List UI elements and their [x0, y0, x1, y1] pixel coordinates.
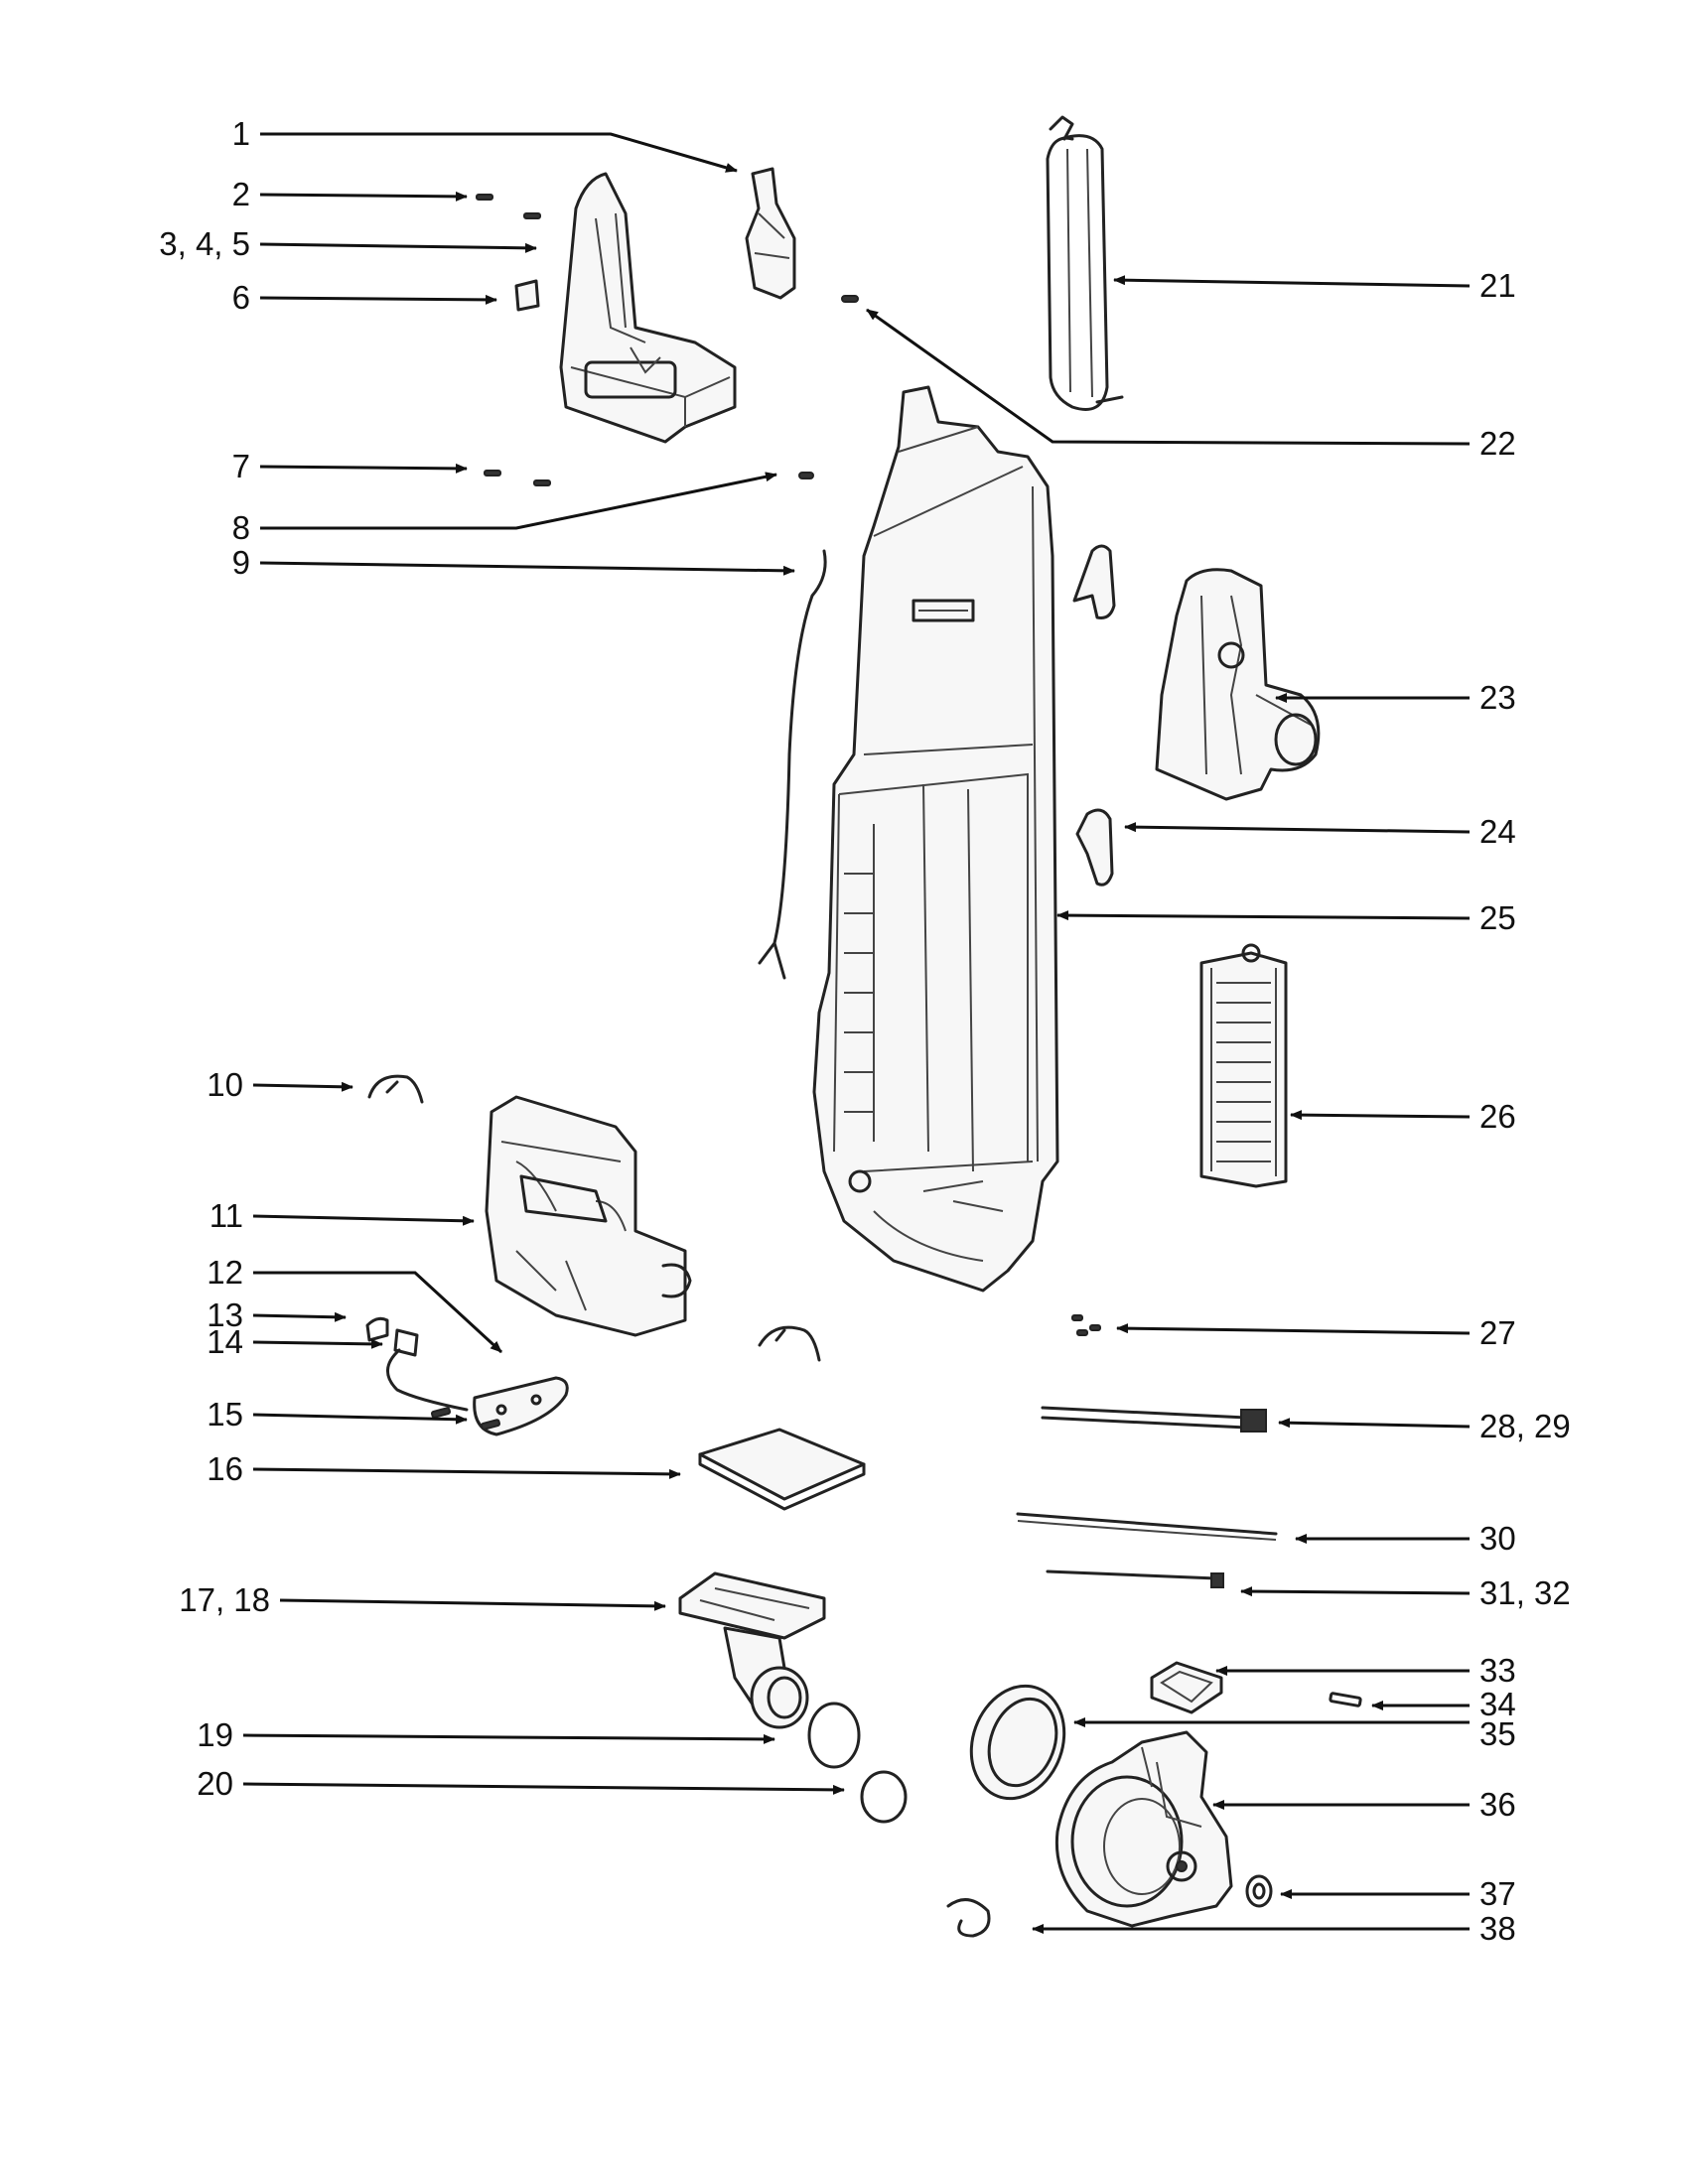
callout-15: 15 — [207, 1396, 243, 1433]
callout-25: 25 — [1479, 899, 1516, 936]
part-11-bag-door — [485, 1095, 692, 1337]
part-38-wire-loop — [946, 1898, 991, 1938]
callout-36: 36 — [1479, 1786, 1516, 1823]
callout-21: 21 — [1479, 267, 1516, 304]
callout-17-18: 17, 18 — [179, 1581, 270, 1618]
part-21-power-cord — [1046, 115, 1124, 411]
part-30-tube — [1016, 1512, 1278, 1541]
callout-12: 12 — [207, 1254, 243, 1291]
callout-3-4-5: 3, 4, 5 — [159, 225, 250, 262]
part-17-18-bag-fitting — [678, 1571, 826, 1729]
part-9-cord-wire — [758, 549, 827, 980]
callout-16: 16 — [207, 1450, 243, 1487]
part-27-clips — [1071, 1314, 1101, 1336]
callout-9: 9 — [232, 544, 250, 581]
callout-35: 35 — [1479, 1715, 1516, 1752]
part-16-filter-pad — [698, 1428, 866, 1511]
part-28-29-rod — [1041, 1406, 1267, 1433]
callout-11: 11 — [210, 1197, 243, 1234]
callout-28-29: 28, 29 — [1479, 1408, 1571, 1444]
callout-1: 1 — [232, 115, 250, 152]
callout-27: 27 — [1479, 1314, 1516, 1351]
callout-34: 34 — [1479, 1686, 1516, 1722]
callout-38: 38 — [1479, 1910, 1516, 1947]
callout-10: 10 — [207, 1066, 243, 1103]
callout-19: 19 — [197, 1716, 233, 1753]
part-35-motor-ring — [969, 1684, 1066, 1801]
part-31-32-rod — [1046, 1570, 1224, 1588]
callout-8: 8 — [232, 509, 250, 546]
callout-31-32: 31, 32 — [1479, 1574, 1571, 1611]
callout-20: 20 — [197, 1765, 233, 1802]
callout-33: 33 — [1479, 1652, 1516, 1689]
part-15-screws — [430, 1407, 501, 1431]
part-25-main-body — [812, 385, 1059, 1293]
callout-30: 30 — [1479, 1520, 1516, 1557]
part-37-washer — [1245, 1874, 1273, 1908]
callout-labels: 1 2 3, 4, 5 6 7 8 9 10 11 12 13 14 15 16… — [159, 115, 1570, 1947]
part-3-4-5-handle-housing — [559, 172, 737, 444]
part-34-small-part — [1329, 1692, 1362, 1707]
callout-24: 24 — [1479, 813, 1516, 850]
small-screws — [476, 194, 859, 486]
callout-37: 37 — [1479, 1875, 1516, 1912]
part-33-gasket — [1150, 1661, 1223, 1714]
callout-6: 6 — [232, 279, 250, 316]
callout-7: 7 — [232, 448, 250, 484]
leader-lines — [242, 132, 1471, 1934]
part-24-hook — [1075, 808, 1114, 887]
callout-13: 13 — [207, 1297, 243, 1333]
part-10-clamp — [367, 1074, 424, 1104]
callout-22: 22 — [1479, 425, 1516, 462]
center-clamp — [758, 1325, 821, 1362]
callout-14: 14 — [207, 1323, 243, 1360]
callout-23: 23 — [1479, 679, 1516, 716]
part-23-rear-housing — [1155, 568, 1321, 801]
callout-2: 2 — [232, 176, 250, 212]
upper-hook — [1072, 544, 1116, 619]
part-26-filter — [1199, 943, 1288, 1188]
callout-26: 26 — [1479, 1098, 1516, 1135]
part-6-clip — [514, 279, 540, 312]
part-36-motor — [1054, 1730, 1233, 1928]
part-19-20-rings — [807, 1702, 908, 1824]
part-13-14-switch — [365, 1316, 469, 1412]
part-1-hook-bracket — [745, 167, 796, 300]
